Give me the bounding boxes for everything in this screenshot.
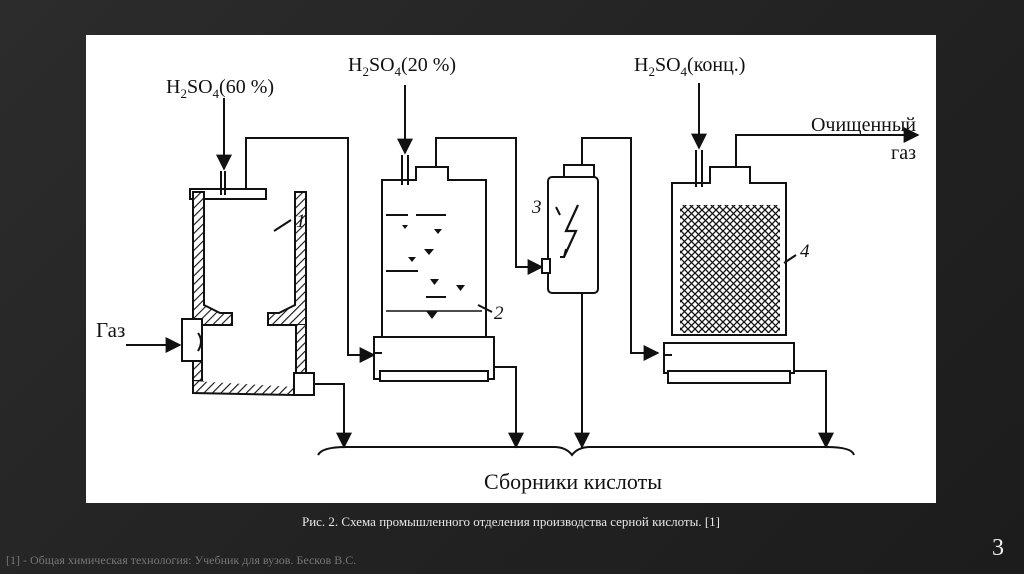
unit-number-3: 3 bbox=[531, 197, 542, 218]
electrofilter-3 bbox=[541, 164, 599, 294]
acid-input-60-label: H2SO4(60 %) bbox=[166, 76, 274, 101]
clean-gas-label-line2: газ bbox=[891, 142, 916, 164]
unit-number-4: 4 bbox=[800, 241, 810, 262]
unit-number-2: 2 bbox=[494, 303, 504, 324]
figure-caption: Рис. 2. Схема промышленного отделения пр… bbox=[301, 514, 721, 529]
diagram-panel: H2SO4(60 %) H2SO4(20 %) H2SO4(конц.) Газ… bbox=[86, 35, 936, 503]
unit-number-1: 1 bbox=[296, 211, 306, 232]
process-diagram: H2SO4(60 %) H2SO4(20 %) H2SO4(конц.) Газ… bbox=[96, 54, 920, 494]
drying-tower-4 bbox=[663, 150, 797, 384]
collectors-label: Сборники кислоты bbox=[484, 469, 662, 494]
source-footnote: [1] - Общая химическая технология: Учебн… bbox=[6, 553, 357, 567]
acid-input-conc-label: H2SO4(конц.) bbox=[634, 54, 745, 79]
washing-tower-1 bbox=[181, 171, 315, 397]
slide-number: 3 bbox=[992, 535, 1004, 561]
gas-inlet-label: Газ bbox=[96, 318, 125, 342]
clean-gas-label-line1: Очищенный bbox=[811, 114, 916, 136]
washing-tower-2 bbox=[373, 155, 495, 382]
acid-input-20-label: H2SO4(20 %) bbox=[348, 54, 456, 79]
